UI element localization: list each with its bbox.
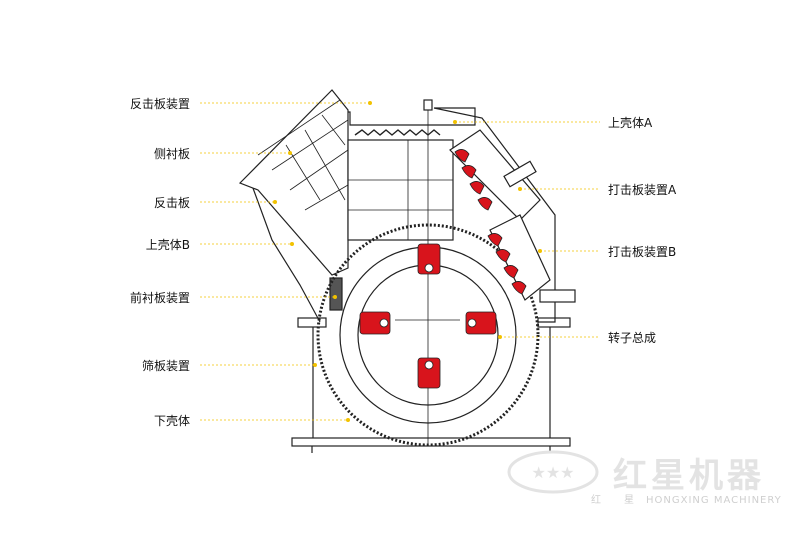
label-hammer-assembly-b: 打击板装置B xyxy=(608,245,677,259)
hammer-a-2 xyxy=(461,165,477,179)
label-impact-plate-assembly: 反击板装置 xyxy=(129,97,190,111)
label-lower-shell: 下壳体 xyxy=(153,414,190,428)
rotor-hammer-top xyxy=(417,243,441,275)
label-impact-plate: 反击板 xyxy=(153,196,190,210)
rotor-pin-bottom xyxy=(424,360,434,370)
label-front-liner-assembly: 前衬板装置 xyxy=(129,291,190,305)
impact-teeth-top xyxy=(354,129,441,136)
liner-grid xyxy=(347,139,454,241)
rotor-hammer-right xyxy=(465,311,497,335)
hammer-b-2 xyxy=(495,249,511,263)
label-upper-shell-b: 上壳体B xyxy=(145,238,190,252)
upper-shell-b-outline xyxy=(249,179,321,323)
lower-shell-outline xyxy=(312,322,551,438)
svg-text:★★★: ★★★ xyxy=(531,463,574,482)
impact-plate-grid xyxy=(257,99,349,211)
hammer-a-4 xyxy=(477,197,493,211)
hammer-a-1 xyxy=(454,149,470,163)
label-hammer-assembly-a: 打击板装置A xyxy=(608,183,677,197)
top-nut xyxy=(423,99,433,111)
label-rotor-assembly: 转子总成 xyxy=(608,331,657,345)
rotor-hammer-bottom xyxy=(417,357,441,389)
rotor-pin-right xyxy=(467,318,477,328)
hammer-b-4 xyxy=(511,281,527,295)
hongxing-watermark: ★★★ 红星机器 红 星 HONGXING MACHINERY xyxy=(505,448,795,518)
hongxing-logo-icon: ★★★ xyxy=(507,450,599,494)
rotor-hammer-left xyxy=(359,311,391,335)
breaker-arm-a xyxy=(449,129,541,221)
impact-plate-box xyxy=(238,89,349,276)
watermark-name: 红星机器 xyxy=(613,456,765,496)
hammer-a-3 xyxy=(469,181,485,195)
bolt-a xyxy=(503,160,537,188)
watermark-subtitle: 红 星 HONGXING MACHINERY xyxy=(591,495,782,506)
flange-left xyxy=(297,317,327,328)
rotor-pin-top xyxy=(424,263,434,273)
screen-arc-outer xyxy=(316,223,540,447)
hammer-b-1 xyxy=(487,233,503,247)
label-side-liner: 侧衬板 xyxy=(153,147,190,161)
bolt-b xyxy=(539,289,576,303)
rotor-pin-left xyxy=(379,318,389,328)
front-liner-plate xyxy=(329,277,343,311)
label-upper-shell-a: 上壳体A xyxy=(608,116,653,130)
label-screen-plate-assembly: 筛板装置 xyxy=(141,359,190,373)
hammer-b-3 xyxy=(503,265,519,279)
